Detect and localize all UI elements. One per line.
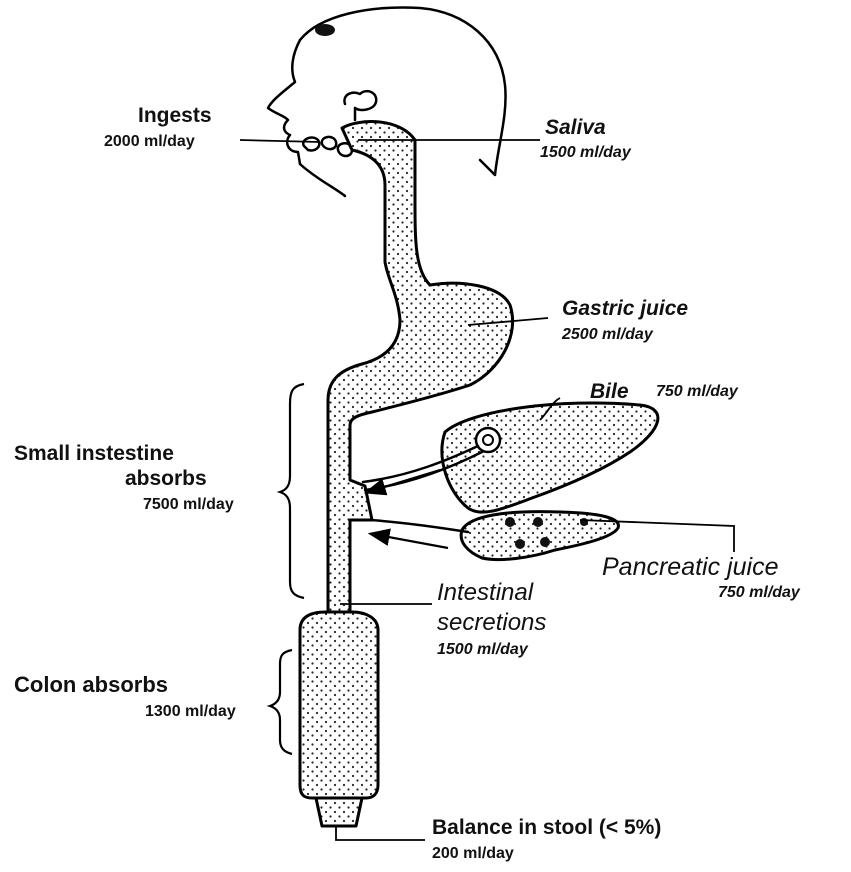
head-shading-mark [315, 24, 335, 36]
intestinal-secretions-label-line1: Intestinal [437, 579, 534, 606]
liver-body [442, 403, 658, 512]
small-intestine-amount: 7500 ml/day [143, 496, 234, 513]
colon-absorbs-amount: 1300 ml/day [145, 703, 236, 720]
stool-balance-amount: 200 ml/day [432, 845, 514, 862]
colon-absorbs-label: Colon absorbs [14, 672, 168, 697]
rectum-body [316, 798, 362, 826]
ingests-label: Ingests [138, 104, 212, 127]
pancreatic-duct [370, 520, 468, 532]
small-intestine-brace [280, 384, 304, 598]
intestinal-secretions-label-line2: secretions [437, 609, 546, 636]
bile-label: Bile [590, 380, 629, 403]
pancreatic-juice-label: Pancreatic juice [602, 553, 778, 581]
colon-brace [270, 650, 292, 754]
gastric-juice-label: Gastric juice [562, 297, 688, 320]
colon-body [300, 612, 378, 798]
pancreatic-juice-amount: 750 ml/day [718, 584, 801, 601]
mouth-glands-icon [303, 137, 352, 156]
gallbladder-icon [476, 428, 500, 452]
stool-balance-label: Balance in stool (< 5%) [432, 816, 661, 839]
pancreatic-flow-arrow [372, 534, 448, 548]
ingests-amount: 2000 ml/day [104, 133, 195, 150]
bile-amount: 750 ml/day [656, 383, 739, 400]
saliva-label: Saliva [545, 116, 606, 139]
small-intestine-label-line2: absorbs [125, 467, 207, 490]
salivary-gland-icon [344, 91, 376, 120]
small-intestine-label-line1: Small instestine [14, 442, 174, 465]
intestinal-secretions-amount: 1500 ml/day [437, 641, 529, 658]
gastric-juice-amount: 2500 ml/day [561, 326, 654, 343]
saliva-amount: 1500 ml/day [540, 144, 632, 161]
